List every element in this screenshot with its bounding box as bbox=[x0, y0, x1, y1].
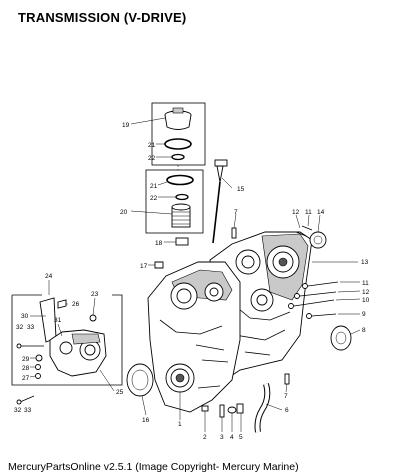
callout: 13 bbox=[361, 259, 369, 266]
callout: 15 bbox=[237, 186, 245, 193]
part-18 bbox=[175, 237, 189, 246]
callout: 32 bbox=[14, 407, 22, 414]
callout: 5 bbox=[239, 434, 243, 441]
callout: 27 bbox=[22, 375, 30, 382]
callout: 23 bbox=[91, 291, 99, 298]
callout: 19 bbox=[122, 122, 130, 129]
valve-assembly-box bbox=[11, 294, 123, 386]
callout: 33 bbox=[27, 324, 35, 331]
callout: 11 bbox=[362, 280, 369, 287]
callout: 28 bbox=[22, 365, 30, 372]
dipstick bbox=[212, 159, 228, 244]
leader-lines bbox=[29, 117, 361, 432]
part-7-top bbox=[231, 227, 237, 239]
callout: 10 bbox=[362, 297, 370, 304]
filter-assembly-box bbox=[145, 169, 204, 234]
callout: 20 bbox=[120, 209, 128, 216]
callout: 21 bbox=[150, 183, 158, 190]
callout: 26 bbox=[72, 301, 80, 308]
callout: 2 bbox=[203, 434, 207, 441]
transmission-housing bbox=[147, 231, 313, 413]
callout: 1 bbox=[178, 421, 182, 428]
callout: 31 bbox=[54, 317, 62, 324]
callout: 12 bbox=[362, 289, 370, 296]
callout: 12 bbox=[292, 209, 300, 216]
callout: 7 bbox=[234, 209, 238, 216]
cap-assembly-box bbox=[151, 102, 206, 166]
diagram-title: TRANSMISSION (V-DRIVE) bbox=[18, 10, 187, 25]
callout: 16 bbox=[142, 417, 150, 424]
callout: 25 bbox=[116, 389, 124, 396]
callout: 14 bbox=[317, 209, 325, 216]
callout: 21 bbox=[148, 142, 156, 149]
callout: 18 bbox=[155, 240, 163, 247]
callout: 3 bbox=[220, 434, 224, 441]
gasket-16 bbox=[126, 363, 154, 397]
callout: 22 bbox=[148, 155, 156, 162]
callout: 9 bbox=[362, 311, 366, 318]
callout: 24 bbox=[45, 273, 53, 280]
callout: 30 bbox=[21, 313, 29, 320]
callout: 22 bbox=[150, 195, 158, 202]
callout: 8 bbox=[362, 327, 366, 334]
callout: 32 bbox=[16, 324, 24, 331]
seal-14 bbox=[309, 231, 327, 249]
callout-labels: 19 21 22 21 22 20 15 18 17 7 12 11 14 13… bbox=[14, 122, 370, 441]
callout: 29 bbox=[22, 356, 30, 363]
seal-8 bbox=[330, 325, 352, 351]
callout: 6 bbox=[285, 407, 289, 414]
callout: 4 bbox=[230, 434, 234, 441]
copyright-footer: MercuryPartsOnline v2.5.1 (Image Copyrig… bbox=[8, 461, 299, 473]
callout: 7 bbox=[284, 393, 288, 400]
right-bolts bbox=[288, 281, 339, 319]
callout: 33 bbox=[24, 407, 32, 414]
callout: 17 bbox=[140, 263, 148, 270]
callout: 11 bbox=[305, 209, 312, 216]
part-17 bbox=[154, 261, 164, 269]
